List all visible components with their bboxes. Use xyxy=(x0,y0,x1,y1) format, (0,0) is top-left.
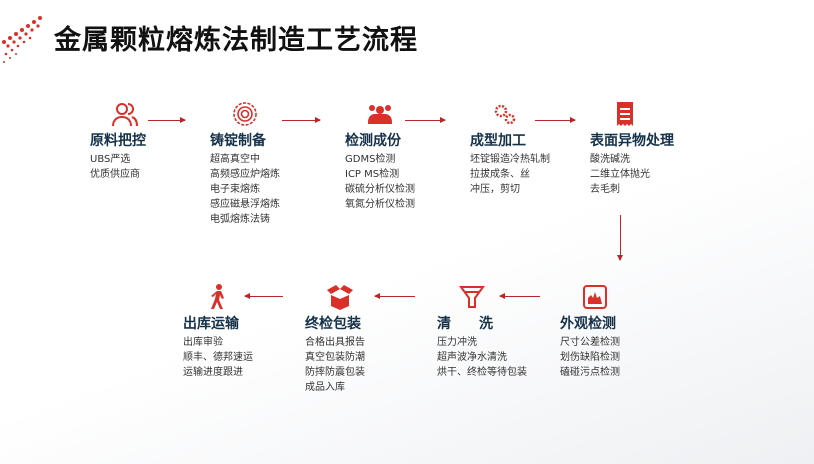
step-detail-line: 合格出具报告 xyxy=(305,337,365,348)
step-details: 压力冲洗超声波净水清洗烘干、终检等待包装 xyxy=(437,335,549,380)
gear-icon xyxy=(230,100,260,128)
step-title: 成型加工 xyxy=(470,133,526,149)
step-detail-line: 拉拔成条、丝 xyxy=(470,169,530,180)
step-title: 检测成份 xyxy=(345,133,401,149)
team-icon xyxy=(365,100,395,128)
step-details: 尺寸公差检测划伤缺陷检测磕碰污点检测 xyxy=(560,335,672,380)
step-details: 坯锭锻造冷热轧制拉拔成条、丝冲压，剪切 xyxy=(470,152,582,197)
step-detail-line: 冲压，剪切 xyxy=(470,184,520,195)
step-detail-line: UBS严选 xyxy=(90,154,131,165)
step-detail-line: 氧氮分析仪检测 xyxy=(345,199,415,210)
flow-arrow xyxy=(374,293,415,299)
step-detail-line: 酸洗碱洗 xyxy=(590,154,630,165)
step-detail-line: 电子束熔炼 xyxy=(210,184,260,195)
step-detail-line: 成品入库 xyxy=(305,382,345,393)
step-details: 出库审验顺丰、德邦速运运输进度跟进 xyxy=(183,335,295,380)
inspection-icon xyxy=(580,283,610,311)
step-details: 酸洗碱洗二维立体抛光去毛刺 xyxy=(590,152,702,197)
flow-arrow xyxy=(148,117,186,123)
step-detail-line: 运输进度跟进 xyxy=(183,367,243,378)
step-detail-line: GDMS检测 xyxy=(345,154,396,165)
funnel-icon xyxy=(457,283,487,311)
step-detail-line: 高频感应炉熔炼 xyxy=(210,169,280,180)
step-detail-line: 优质供应商 xyxy=(90,169,140,180)
step-detail-line: 磕碰污点检测 xyxy=(560,367,620,378)
step-detail-line: ICP MS检测 xyxy=(345,169,400,180)
step-detail-line: 真空包装防潮 xyxy=(305,352,365,363)
logo-dots-icon xyxy=(2,16,42,63)
flow-arrow xyxy=(405,117,446,123)
gears-icon xyxy=(490,100,520,128)
flow-arrow xyxy=(282,117,321,123)
step-detail-line: 二维立体抛光 xyxy=(590,169,650,180)
step-title: 终检包装 xyxy=(305,316,361,332)
step-title: 出库运输 xyxy=(183,316,239,332)
step-details: UBS严选优质供应商 xyxy=(90,152,202,182)
step-detail-line: 烘干、终检等待包装 xyxy=(437,367,527,378)
step-title: 外观检测 xyxy=(560,316,616,332)
users-icon xyxy=(110,100,140,128)
step-detail-line: 顺丰、德邦速运 xyxy=(183,352,253,363)
flow-arrow-down xyxy=(617,215,623,261)
open-box-icon xyxy=(325,283,355,311)
step-details: GDMS检测 ICP MS检测碳硫分析仪检测氧氮分析仪检测 xyxy=(345,152,457,212)
step-detail-line: 划伤缺陷检测 xyxy=(560,352,620,363)
step-detail-line: 尺寸公差检测 xyxy=(560,337,620,348)
walking-person-icon xyxy=(203,283,233,311)
step-title: 铸锭制备 xyxy=(210,133,266,149)
step-details: 超高真空中高频感应炉熔炼电子束熔炼感应磁悬浮熔炼电弧熔炼法铸 xyxy=(210,152,322,227)
step-title: 原料把控 xyxy=(90,133,146,149)
flow-arrow xyxy=(499,293,540,299)
step-detail-line: 出库审验 xyxy=(183,337,223,348)
step-detail-line: 去毛刺 xyxy=(590,184,620,195)
step-details: 合格出具报告真空包装防潮防摔防震包装成品入库 xyxy=(305,335,417,395)
flow-arrow xyxy=(535,117,576,123)
flow-arrow xyxy=(244,293,283,299)
step-title: 清 洗 xyxy=(437,316,493,332)
step-detail-line: 超声波净水清洗 xyxy=(437,352,507,363)
page-title: 金属颗粒熔炼法制造工艺流程 xyxy=(54,25,418,56)
step-detail-line: 感应磁悬浮熔炼 xyxy=(210,199,280,210)
receipt-icon xyxy=(610,100,640,128)
step-detail-line: 防摔防震包装 xyxy=(305,367,365,378)
step-detail-line: 压力冲洗 xyxy=(437,337,477,348)
step-detail-line: 坯锭锻造冷热轧制 xyxy=(470,154,550,165)
step-detail-line: 电弧熔炼法铸 xyxy=(210,214,270,225)
step-title: 表面异物处理 xyxy=(590,133,674,149)
step-detail-line: 超高真空中 xyxy=(210,154,260,165)
step-detail-line: 碳硫分析仪检测 xyxy=(345,184,415,195)
